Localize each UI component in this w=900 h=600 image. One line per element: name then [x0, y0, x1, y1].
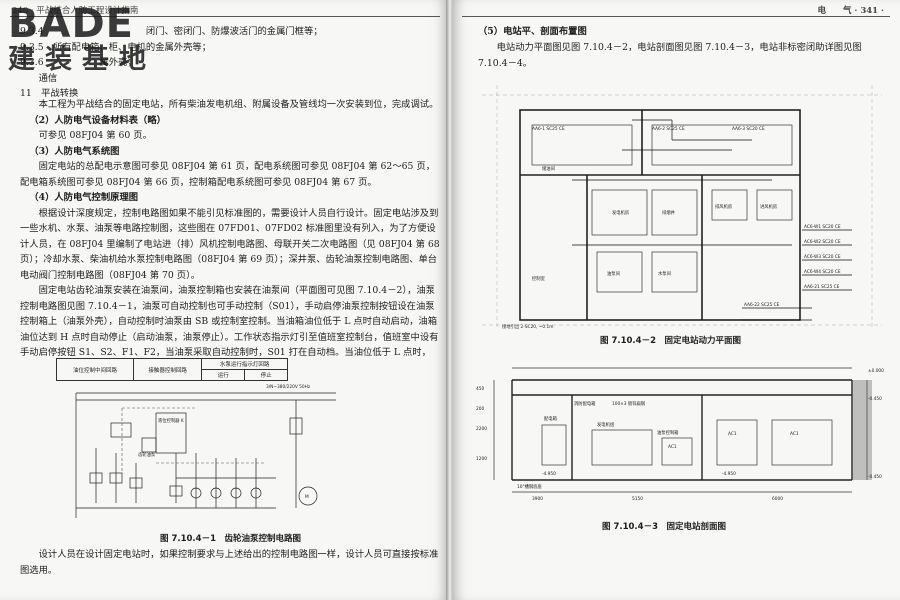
paragraph: 根据设计深度规定，控制电路图如果不能引见标准图的，需要设计人员自行设计。固定电站…	[20, 207, 440, 281]
section-note: 100×3 镀锌扁钢	[612, 400, 645, 407]
dimension-label: 1200	[476, 456, 487, 462]
dimension-label: 3900	[532, 496, 543, 502]
logo-subtitle: 建装基地	[8, 44, 156, 75]
feeder-label: AA6-1 SC25 CE	[532, 126, 565, 132]
feeder-label: AC6-W3 SC20 CE	[804, 254, 841, 260]
section-note: 发电机组	[597, 421, 615, 428]
feeder-label: AC6-W4 SC20 CE	[804, 269, 841, 275]
dimension-label: 2200	[476, 426, 487, 432]
running-head-right: 电 气 · 341 ·	[817, 6, 884, 16]
section-heading: （2）人防电气设备材料表（略）	[29, 114, 166, 126]
room-label: 控制室	[532, 275, 546, 282]
left-page-intro-lines: 9.3.4 闭门、密闭门、防爆波活门的金属门框等； 9.3.5 所有配电箱、柜、…	[20, 24, 440, 102]
dimension-label: 5150	[632, 496, 643, 502]
section-intro: 电站动力平面图见图 7.10.4－2，电站剖面图见图 7.10.4－3，电站非标…	[478, 42, 862, 69]
brand-logo: BADE 建装基地	[8, 4, 178, 76]
text-line: 11 平战转换	[20, 88, 79, 99]
dimension-label: 200	[476, 406, 484, 412]
room-label: 排风机房	[715, 203, 732, 210]
elevation-label: -0.450	[868, 474, 882, 480]
section-drawing: ±0.000 -0.450 -4.950 -4.950 -0.450 3900 …	[476, 367, 884, 502]
running-head-left: 240 · 平战结合人防工程设计指南	[12, 6, 139, 16]
power-plan-drawing: 储油间 发电机房 控制室 油泵间 水泵间 排风机房 进风机房 排烟井 接地引出 …	[482, 85, 882, 330]
paragraph: 固定电站的总配电示意图可参见 08FJ04 第 61 页，配电系统图可参见 08…	[20, 161, 436, 188]
elevation-label: -4.950	[542, 471, 556, 477]
panel-label: AC1	[668, 444, 677, 450]
room-label: 水泵间	[658, 270, 671, 277]
header-rule	[462, 16, 890, 17]
panel-label: AC1	[728, 431, 737, 437]
section-heading: （3）人防电气系统图	[29, 145, 120, 157]
feeder-label: AA6-3 SC20 CE	[732, 126, 765, 132]
book-gutter	[446, 0, 454, 600]
pump-label: 齿轮油泵	[138, 451, 156, 458]
room-label: 储油间	[542, 165, 555, 172]
feeder-label: AC6-W2 SC20 CE	[804, 239, 841, 245]
feeder-label: AC6-W1 SC20 CE	[804, 224, 841, 230]
room-label: 排烟井	[662, 209, 676, 216]
room-label: 油泵间	[607, 270, 620, 277]
text-line: 通信	[20, 72, 58, 84]
text-line: 9.3.6 属外壳；	[20, 57, 137, 68]
feeder-label: AA6-2 SC25 CE	[652, 126, 685, 132]
table-header: 水泵运行指示灯回路	[201, 358, 288, 370]
room-label: 进风机房	[760, 203, 777, 210]
paragraph: 固定电站齿轮油泵安装在油泵间，油泵控制箱也安装在油泵间（平面图可见图 7.10.…	[20, 285, 439, 358]
logo-wordmark: BADE	[8, 1, 134, 47]
text-line: 9.3.5 所有配电箱、柜、电机的金属外壳等；	[20, 41, 211, 53]
elevation-label: -4.950	[722, 471, 736, 477]
elevation-label: ±0.000	[868, 368, 884, 374]
feeder-label: AA6-22 SC25 CE	[744, 302, 780, 308]
dimension-label: 450	[476, 386, 484, 392]
section-heading: （4）人防电气控制原理图	[29, 192, 139, 203]
header-rule	[10, 16, 440, 17]
elevation-label: -0.450	[868, 396, 882, 402]
panel-label: AC1	[790, 431, 799, 437]
control-circuit-diagram: 3/N~380/220V 50Hz	[75, 384, 336, 518]
section-title: （5）电站平、剖面布置图	[478, 26, 587, 37]
room-label: 发电机房	[612, 209, 629, 216]
closing-paragraph: 设计人员在设计固定电站时，如果控制要求与上述给出的控制电路图一样，设计人员可直接…	[20, 549, 439, 576]
section-caption: 图 7.10.4－3 固定电站剖面图	[602, 522, 726, 532]
right-page: 电 气 · 341 · （5）电站平、剖面布置图 电站动力平面图见图 7.10.…	[452, 0, 900, 600]
relay-label: 液位控制器 K	[158, 417, 184, 424]
paragraph: 本工程为平战结合的固定电站，所有柴油发电机组、附属设备及管线均一次安装到位，完成…	[38, 99, 439, 110]
section-note: 10°槽钢底座	[517, 483, 543, 490]
motor-label: M	[305, 494, 309, 500]
circuit-function-table: 油位控制中间回路 接触器控制回路 水泵运行指示灯回路 运行 停止	[56, 358, 288, 381]
left-page: BADE 建装基地 240 · 平战结合人防工程设计指南 9.3.4 闭门、密闭…	[0, 0, 448, 600]
section-note: 消防配电箱	[574, 400, 596, 407]
figure-caption-left: 图 7.10.4－1 齿轮油泵控制电路图	[160, 534, 301, 544]
supply-label: 3/N~380/220V 50Hz	[266, 384, 311, 390]
plan-note: 接地引出 2-SC20, ~0.1m	[502, 323, 553, 330]
text-line: 9.3.4 闭门、密闭门、防爆波活门的金属门框等；	[20, 26, 323, 37]
section-note: 配电箱	[544, 415, 558, 422]
feeder-label: AA6-21 SC25 CE	[804, 284, 840, 290]
table-header: 接触器控制回路	[132, 358, 203, 381]
table-header: 停止	[244, 369, 288, 381]
left-page-body: 本工程为平战结合的固定电站，所有柴油发电机组、附属设备及管线均一次安装到位，完成…	[20, 97, 440, 360]
table-header: 油位控制中间回路	[56, 358, 134, 381]
section-note: 油泵控制箱	[657, 429, 679, 436]
dimension-label: 6000	[772, 496, 783, 502]
paragraph: 可参见 08FJ04 第 60 页。	[38, 130, 152, 141]
plan-caption: 图 7.10.4－2 固定电站动力平面图	[600, 336, 741, 346]
